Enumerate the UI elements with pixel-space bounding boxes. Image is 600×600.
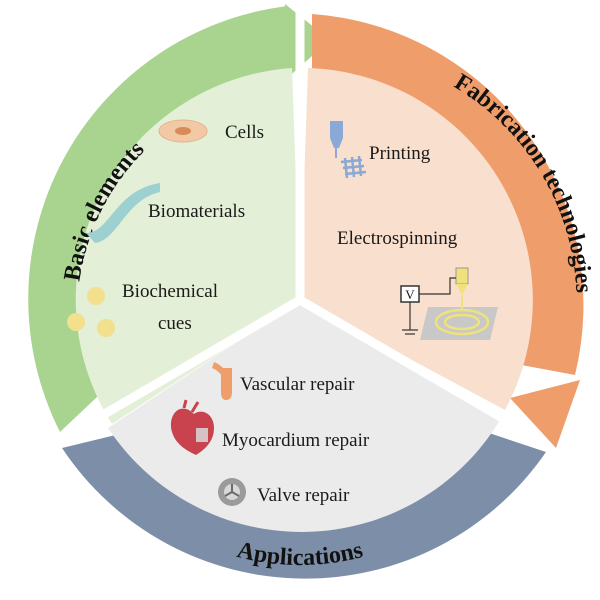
cells-label: Cells	[225, 122, 264, 143]
biochemical-dots-icon	[67, 287, 115, 337]
heart-valve-icon	[218, 478, 246, 506]
vascular-repair-label: Vascular repair	[240, 374, 355, 395]
applications-arrow	[62, 432, 546, 579]
divider-left	[57, 296, 303, 444]
voltage-symbol: V	[405, 287, 415, 302]
fabrication-arrowhead	[510, 380, 580, 448]
cell-icon	[158, 119, 208, 143]
electrospinning-label: Electrospinning	[337, 228, 458, 249]
blood-vessel-icon	[212, 362, 232, 400]
electrospinning-setup-icon: V	[400, 267, 498, 340]
printer-nozzle-icon	[330, 121, 367, 179]
printing-label: Printing	[369, 143, 431, 164]
cues-label: cues	[158, 313, 192, 334]
biochemical-label: Biochemical	[122, 281, 218, 302]
biomaterials-label: Biomaterials	[148, 201, 245, 222]
valve-repair-label: Valve repair	[257, 485, 350, 506]
divider-right	[297, 296, 543, 444]
heart-icon	[170, 399, 214, 455]
applications-sector	[108, 300, 500, 532]
myocardium-repair-label: Myocardium repair	[222, 430, 370, 451]
biomaterial-sheet-icon	[86, 183, 160, 243]
